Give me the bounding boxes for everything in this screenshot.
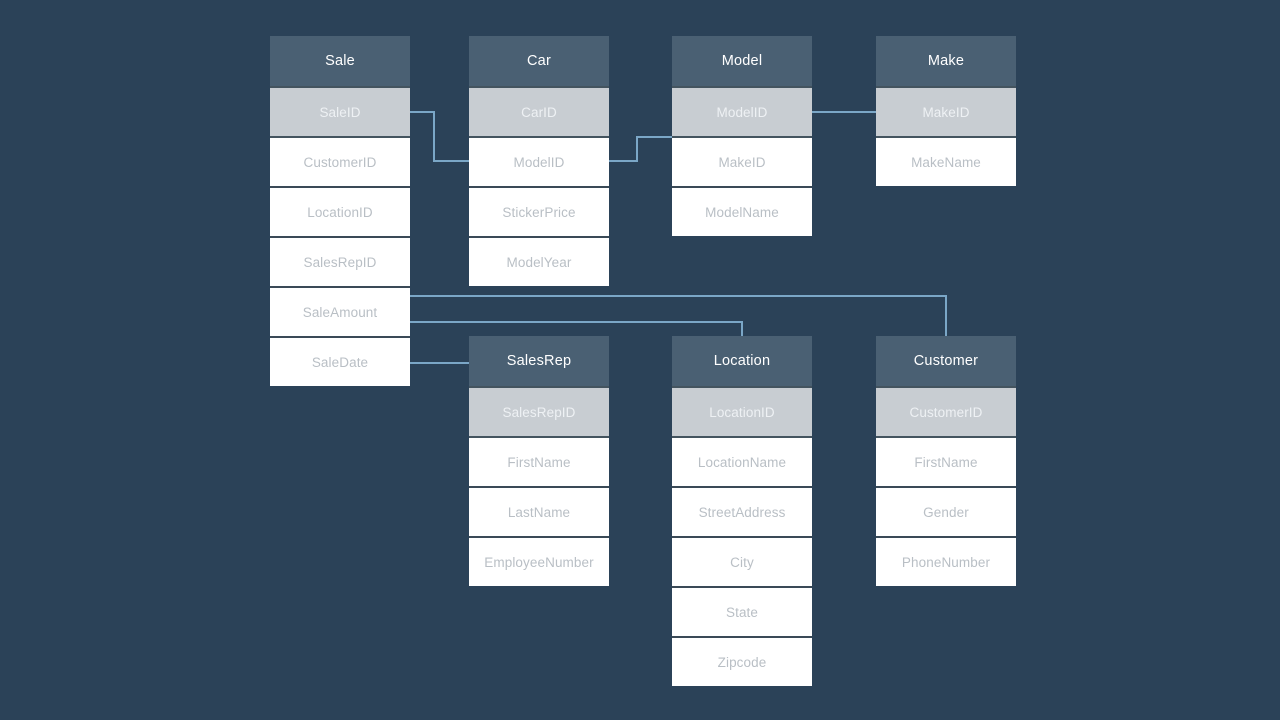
entity-title-model: Model xyxy=(672,36,812,86)
primary-key-field-sale-0[interactable]: SaleID xyxy=(270,86,410,136)
primary-key-field-make-0[interactable]: MakeID xyxy=(876,86,1016,136)
entity-title-sale: Sale xyxy=(270,36,410,86)
field-model-2[interactable]: ModelName xyxy=(672,186,812,236)
connector-car-sale xyxy=(410,111,469,162)
field-customer-3[interactable]: PhoneNumber xyxy=(876,536,1016,586)
entity-title-location: Location xyxy=(672,336,812,386)
field-salesrep-2[interactable]: LastName xyxy=(469,486,609,536)
field-car-2[interactable]: StickerPrice xyxy=(469,186,609,236)
primary-key-field-model-0[interactable]: ModelID xyxy=(672,86,812,136)
field-location-3[interactable]: City xyxy=(672,536,812,586)
field-make-1[interactable]: MakeName xyxy=(876,136,1016,186)
field-sale-3[interactable]: SalesRepID xyxy=(270,236,410,286)
field-sale-2[interactable]: LocationID xyxy=(270,186,410,236)
connector-customer-sale xyxy=(410,295,947,336)
field-location-4[interactable]: State xyxy=(672,586,812,636)
primary-key-field-customer-0[interactable]: CustomerID xyxy=(876,386,1016,436)
field-sale-1[interactable]: CustomerID xyxy=(270,136,410,186)
field-sale-5[interactable]: SaleDate xyxy=(270,336,410,386)
connector-model-car xyxy=(609,136,672,162)
field-sale-4[interactable]: SaleAmount xyxy=(270,286,410,336)
field-car-3[interactable]: ModelYear xyxy=(469,236,609,286)
entity-title-customer: Customer xyxy=(876,336,1016,386)
field-location-1[interactable]: LocationName xyxy=(672,436,812,486)
field-model-1[interactable]: MakeID xyxy=(672,136,812,186)
entity-title-make: Make xyxy=(876,36,1016,86)
primary-key-field-location-0[interactable]: LocationID xyxy=(672,386,812,436)
field-location-5[interactable]: Zipcode xyxy=(672,636,812,686)
field-salesrep-1[interactable]: FirstName xyxy=(469,436,609,486)
field-car-1[interactable]: ModelID xyxy=(469,136,609,186)
primary-key-field-salesrep-0[interactable]: SalesRepID xyxy=(469,386,609,436)
field-salesrep-3[interactable]: EmployeeNumber xyxy=(469,536,609,586)
connector-location-sale xyxy=(410,321,743,336)
field-location-2[interactable]: StreetAddress xyxy=(672,486,812,536)
field-customer-1[interactable]: FirstName xyxy=(876,436,1016,486)
entity-title-salesrep: SalesRep xyxy=(469,336,609,386)
entity-title-car: Car xyxy=(469,36,609,86)
field-customer-2[interactable]: Gender xyxy=(876,486,1016,536)
primary-key-field-car-0[interactable]: CarID xyxy=(469,86,609,136)
